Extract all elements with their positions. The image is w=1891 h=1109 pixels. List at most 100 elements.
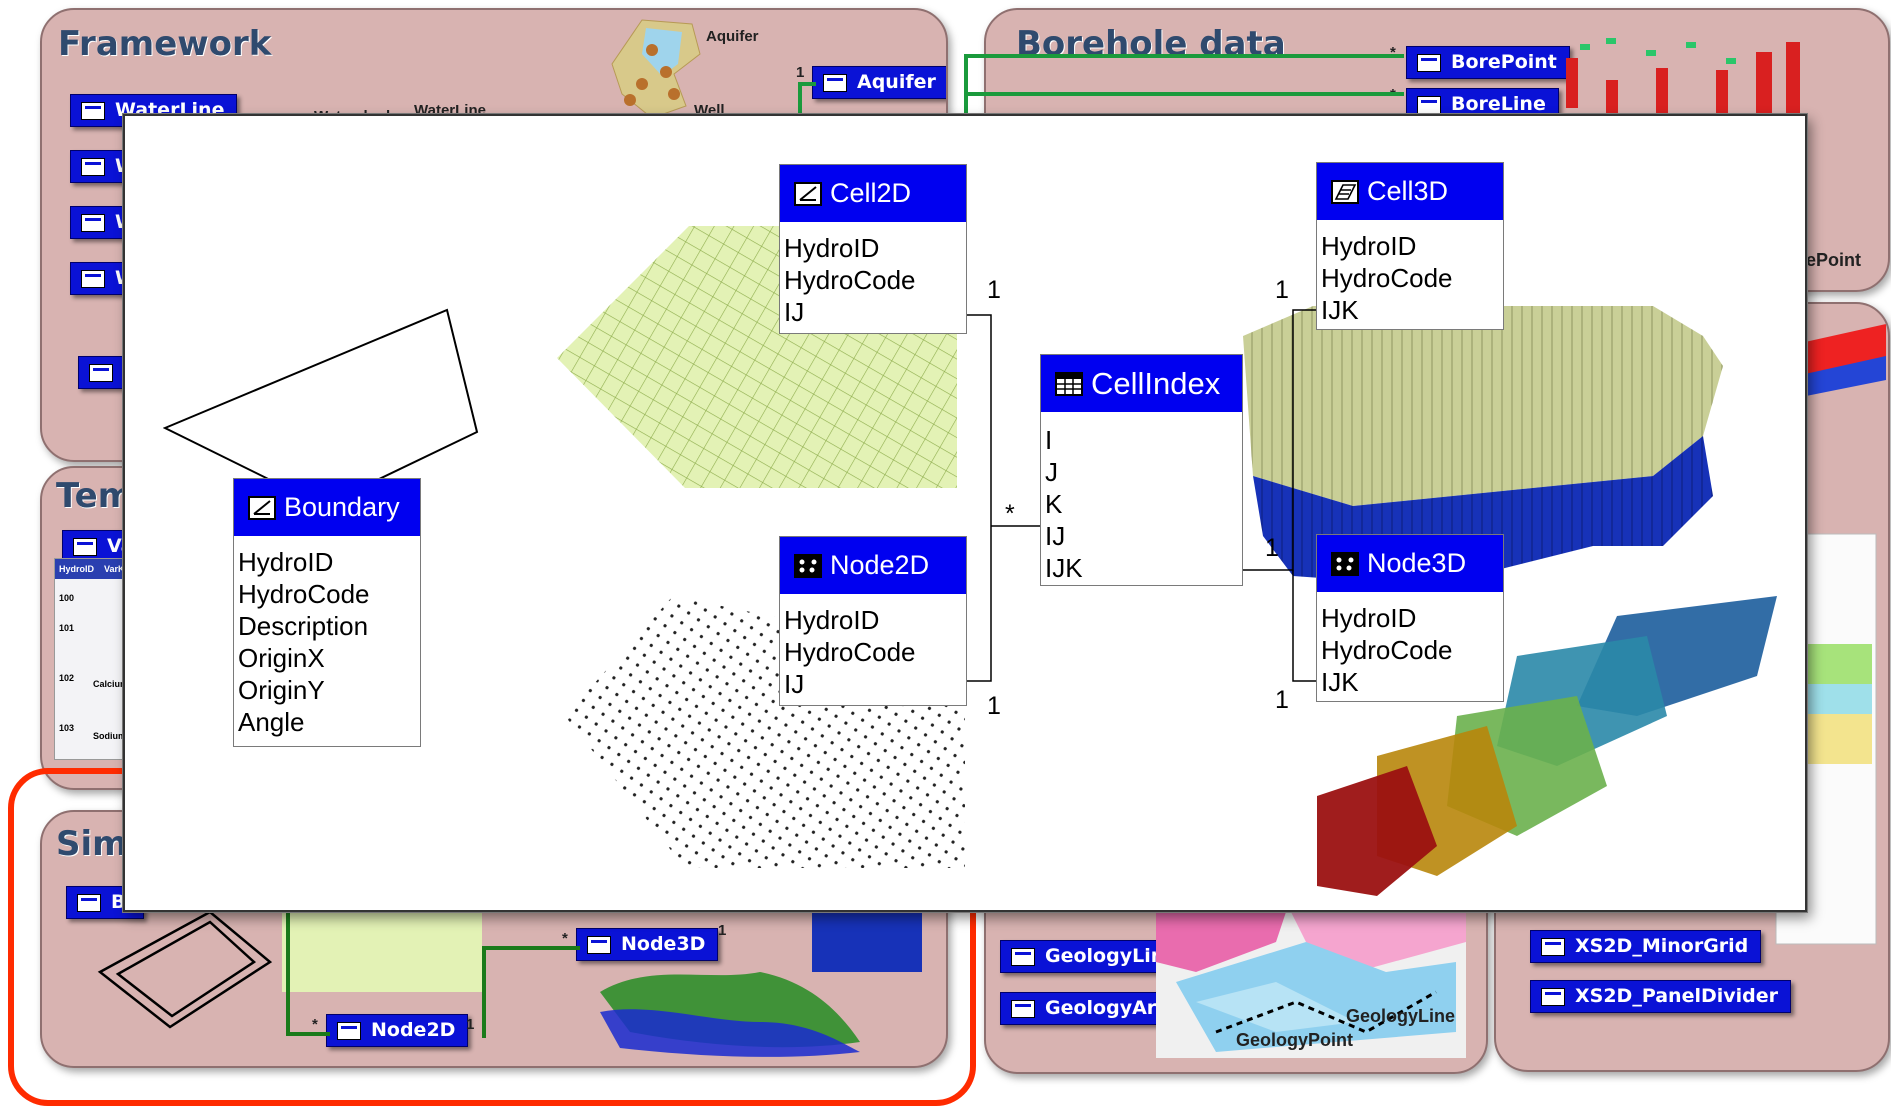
boundary-attr-hydroid: HydroID — [238, 547, 334, 577]
temporal-name: Sodium — [93, 731, 126, 741]
table-icon — [1541, 938, 1565, 956]
node2d-attr-hydroid: HydroID — [784, 605, 880, 635]
polygon-icon — [794, 181, 822, 206]
cardinality-cell3d: 1 — [1275, 276, 1289, 304]
cell3d-class[interactable]: Cell3D HydroID HydroCode IJK — [1316, 162, 1504, 330]
cellindex-attr-ijk: IJK — [1045, 553, 1083, 583]
framework-title: Framework — [58, 24, 272, 64]
borehole-3d-image — [1566, 38, 1800, 132]
cellindex-class-header: CellIndex — [1041, 355, 1242, 412]
polyline-icon — [81, 158, 105, 176]
temporal-row: 100 — [59, 593, 75, 603]
simulation-boundary-shape — [97, 910, 273, 1029]
polygon-icon — [248, 495, 276, 520]
xs2d-minorgrid-button[interactable]: XS2D_MinorGrid — [1530, 930, 1762, 963]
table-icon — [81, 102, 105, 120]
polygon-icon — [823, 74, 847, 92]
simulation-cell3d-image — [812, 902, 922, 972]
simulation-grid-image — [282, 912, 482, 992]
cell2d-attr-hydroid: HydroID — [784, 233, 880, 263]
temporal-title: Tem — [56, 476, 134, 516]
node2d-attr-hydrocode: HydroCode — [784, 637, 916, 667]
cell2d-attr-ij: IJ — [784, 297, 805, 327]
node3d-attr-ijk: IJK — [1321, 667, 1359, 697]
simulation-title: Sim — [56, 824, 128, 864]
polyline-icon — [81, 214, 105, 232]
temporal-col-hydroid: HydroID — [59, 564, 95, 574]
cardinality-node2d: 1 — [987, 692, 1001, 720]
cellindex-class[interactable]: CellIndex I J K IJ IJK — [1040, 354, 1243, 586]
table-icon — [73, 538, 97, 556]
aquifer-button[interactable]: Aquifer — [812, 66, 946, 99]
cell2d-class[interactable]: Cell2D HydroID HydroCode IJ — [779, 164, 967, 334]
xsection-red-block — [1796, 324, 1886, 398]
boundary-attr-originy: OriginY — [238, 675, 325, 705]
geologypoint-label: GeologyPoint — [1236, 1030, 1353, 1050]
temporal-col-varkey: VarKe — [104, 564, 130, 574]
boundary-class-name: Boundary — [284, 492, 400, 522]
cell2d-class-name: Cell2D — [830, 178, 912, 208]
multipatch-icon — [1331, 179, 1359, 204]
cardinality-cellindex-left: * — [1005, 500, 1015, 528]
aquifer-label: Aquifer — [706, 28, 759, 45]
simulation-node3d-image — [600, 972, 860, 1057]
cellindex-attr-ij: IJ — [1045, 521, 1066, 551]
points-icon — [794, 553, 822, 578]
aquifer-connector — [798, 82, 816, 126]
relationship-connectors — [961, 309, 1316, 682]
node3d-points-image — [1317, 596, 1777, 896]
polyline-icon — [1011, 948, 1035, 966]
cell3d-attr-ijk: IJK — [1321, 295, 1359, 325]
table-icon — [1055, 371, 1083, 396]
simulation-card: 1 — [718, 922, 727, 939]
points-icon — [1331, 551, 1359, 576]
ucm-diagram: Boundary HydroID HydroCode Description O… — [123, 114, 1807, 912]
points-icon — [1417, 54, 1441, 72]
boundary-class-header: Boundary — [234, 479, 420, 536]
boundary-attr-originx: OriginX — [238, 643, 325, 673]
node3d-attr-hydrocode: HydroCode — [1321, 635, 1453, 665]
simulation-node3d-button[interactable]: Node3D — [576, 928, 719, 961]
table-icon — [1541, 988, 1565, 1006]
table-icon — [1417, 96, 1441, 114]
borepoint-partial-label: ePoint — [1806, 250, 1862, 270]
temporal-row: 102 — [59, 673, 75, 683]
cellindex-class-name: CellIndex — [1091, 365, 1221, 401]
borehole-connectors — [964, 52, 1404, 114]
aquifer-map-image — [611, 19, 701, 119]
points-icon — [89, 364, 113, 382]
simulation-card: * — [312, 1016, 318, 1033]
node2d-class[interactable]: Node2D HydroID HydroCode IJ — [779, 536, 967, 706]
points-icon — [587, 936, 611, 954]
cell2d-class-header: Cell2D — [780, 165, 966, 222]
boundary-class[interactable]: Boundary HydroID HydroCode Description O… — [233, 478, 421, 747]
node3d-class-name: Node3D — [1367, 548, 1467, 578]
cellindex-attr-k: K — [1045, 489, 1063, 519]
borepoint-button[interactable]: BorePoint — [1406, 46, 1570, 79]
cellindex-attr-j: J — [1045, 457, 1058, 487]
points-icon — [337, 1022, 361, 1040]
cell3d-attr-hydroid: HydroID — [1321, 231, 1417, 261]
node3d-class-header: Node3D — [1317, 535, 1503, 592]
xs2d-paneldivider-button[interactable]: XS2D_PanelDivider — [1530, 980, 1792, 1013]
temporal-row: 101 — [59, 623, 75, 633]
node2d-class-header: Node2D — [780, 537, 966, 594]
boundary-attr-description: Description — [238, 611, 369, 641]
simulation-card: * — [562, 930, 568, 947]
temporal-name: Calcium — [93, 679, 129, 689]
cellindex-attr-i: I — [1045, 425, 1053, 455]
cell3d-attr-hydrocode: HydroCode — [1321, 263, 1453, 293]
simulation-connector — [286, 912, 330, 1036]
points-icon — [81, 270, 105, 288]
cell2d-attr-hydrocode: HydroCode — [784, 265, 916, 295]
cardinality-cell2d: 1 — [987, 276, 1001, 304]
aquifer-card: 1 — [796, 64, 805, 81]
cardinality-cellindex-right: 1 — [1265, 534, 1279, 562]
node2d-attr-ij: IJ — [784, 669, 805, 699]
simulation-connector — [482, 946, 580, 1038]
cardinality-node3d: 1 — [1275, 686, 1289, 714]
node3d-class[interactable]: Node3D HydroID HydroCode IJK — [1316, 534, 1504, 702]
boundary-attr-hydrocode: HydroCode — [238, 579, 370, 609]
simulation-node2d-button[interactable]: Node2D — [326, 1014, 469, 1047]
geologyline-label: GeologyLine — [1346, 1006, 1456, 1026]
